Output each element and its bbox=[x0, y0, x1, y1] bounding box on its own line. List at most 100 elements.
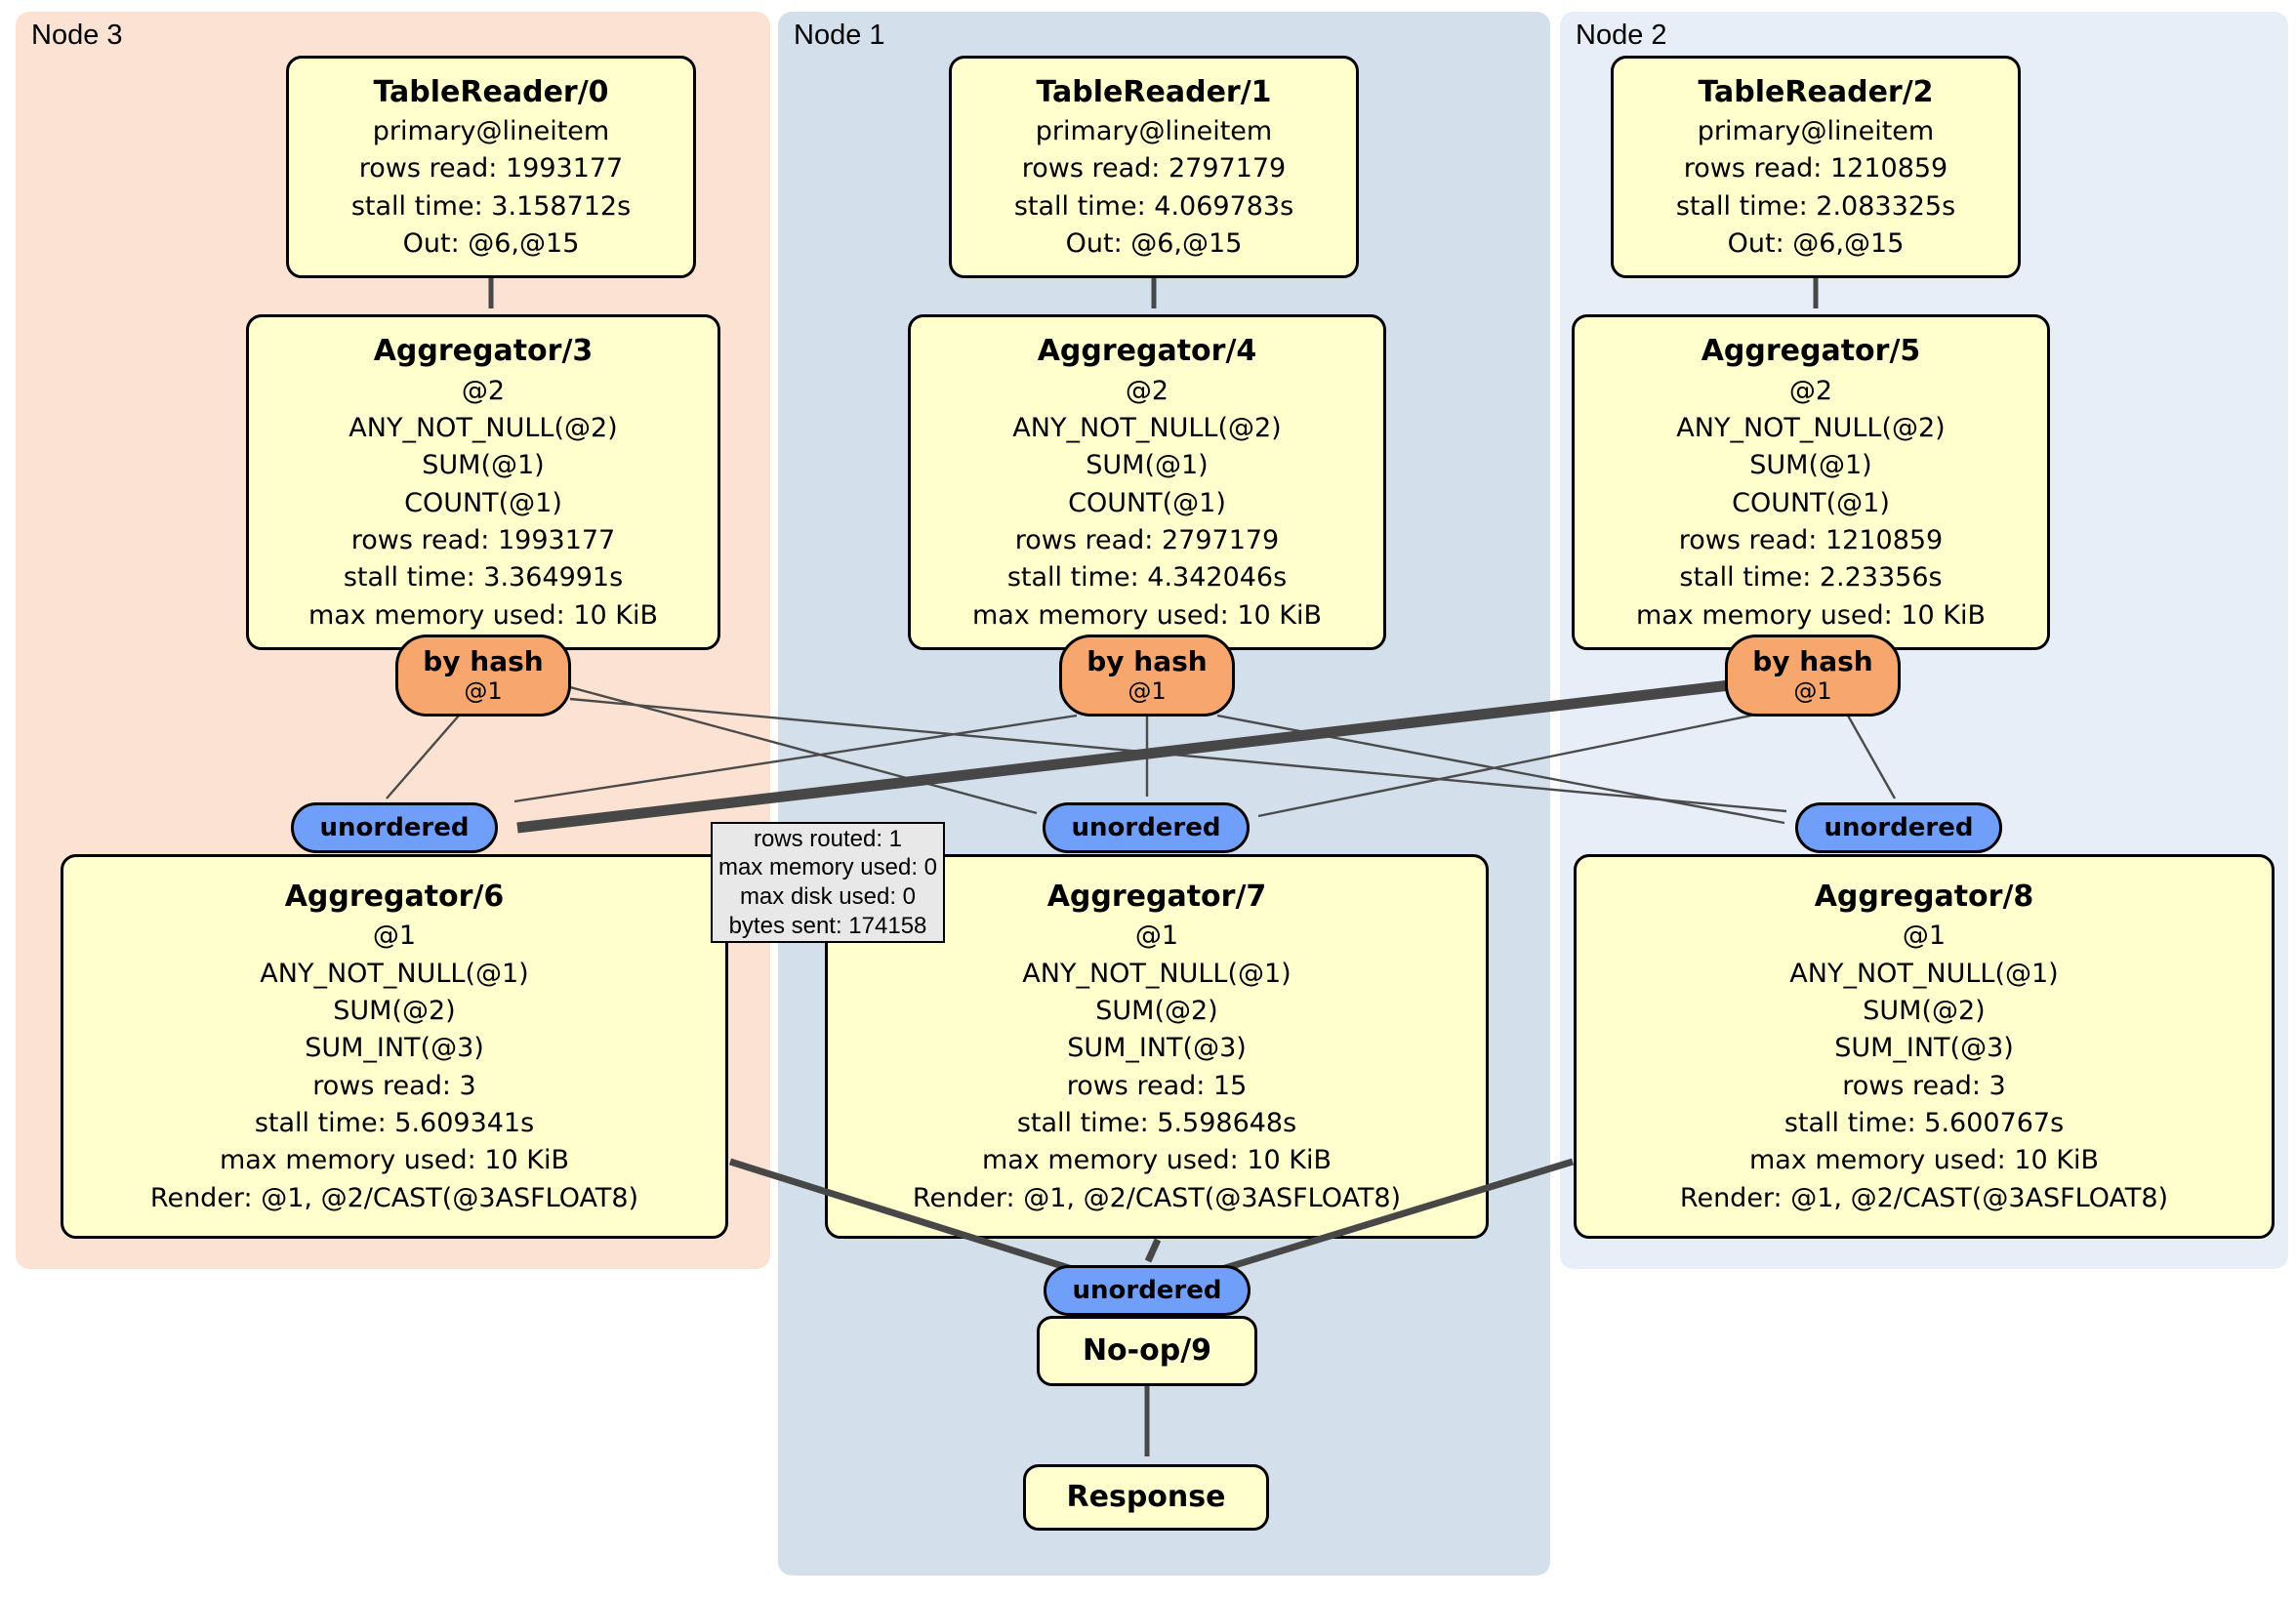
box-line: COUNT(@1) bbox=[404, 487, 562, 518]
box-line: max disk used: 0 bbox=[739, 883, 917, 910]
box-line: COUNT(@1) bbox=[1732, 487, 1890, 518]
processor-title: TableReader/0 bbox=[373, 74, 609, 109]
processor-tablereader-1[interactable]: TableReader/1 primary@lineitem rows read:… bbox=[949, 56, 1359, 278]
box-line: COUNT(@1) bbox=[1068, 487, 1226, 518]
box-line: SUM(@2) bbox=[333, 996, 456, 1027]
sync-label: unordered bbox=[1824, 813, 1974, 842]
processor-title: TableReader/1 bbox=[1036, 74, 1272, 109]
box-line: @2 bbox=[461, 375, 506, 406]
processor-title: Aggregator/5 bbox=[1701, 334, 1921, 369]
box-line: Out: @6,@15 bbox=[1727, 228, 1905, 260]
box-line: rows read: 15 bbox=[1066, 1070, 1248, 1101]
box-line: stall time: 5.609341s bbox=[254, 1108, 535, 1139]
panel-label-node2: Node 2 bbox=[1576, 20, 1667, 51]
box-line: stall time: 2.23356s bbox=[1679, 562, 1943, 594]
box-line: @1 bbox=[1134, 921, 1179, 952]
box-line: SUM_INT(@3) bbox=[1067, 1033, 1247, 1064]
sync-label: unordered bbox=[319, 813, 470, 842]
sync-unordered-right[interactable]: unordered bbox=[1795, 802, 2002, 853]
box-line: primary@lineitem bbox=[372, 116, 610, 147]
box-line: max memory used: 0 bbox=[718, 854, 938, 881]
router-label: by hash bbox=[1086, 644, 1208, 677]
box-line: ANY_NOT_NULL(@2) bbox=[348, 412, 618, 443]
sync-unordered-left[interactable]: unordered bbox=[291, 802, 498, 853]
box-line: @1 bbox=[1902, 921, 1947, 952]
box-line: bytes sent: 174158 bbox=[728, 912, 927, 939]
box-line: stall time: 2.083325s bbox=[1675, 190, 1956, 222]
processor-tablereader-2[interactable]: TableReader/2 primary@lineitem rows read:… bbox=[1611, 56, 2021, 278]
box-line: SUM_INT(@3) bbox=[305, 1033, 484, 1064]
panel-label-node3: Node 3 bbox=[31, 20, 123, 51]
box-line: rows read: 3 bbox=[312, 1070, 476, 1101]
box-line: max memory used: 10 KiB bbox=[1748, 1145, 2100, 1176]
box-line: max memory used: 10 KiB bbox=[981, 1145, 1332, 1176]
box-line: SUM(@2) bbox=[1863, 996, 1986, 1027]
box-line: stall time: 4.342046s bbox=[1006, 562, 1288, 594]
box-line: rows read: 3 bbox=[1842, 1070, 2006, 1101]
box-line: @2 bbox=[1788, 375, 1833, 406]
router-key: @1 bbox=[464, 677, 503, 706]
router-label: by hash bbox=[1752, 644, 1873, 677]
box-line: stall time: 5.598648s bbox=[1016, 1108, 1297, 1139]
processor-details: primary@lineitem rows read: 1210859 stall … bbox=[1676, 113, 1955, 263]
box-line: Render: @1, @2/CAST(@3ASFLOAT8) bbox=[1679, 1182, 2169, 1213]
router-by-hash-node3[interactable]: by hash @1 bbox=[395, 635, 571, 717]
box-line: stall time: 5.600767s bbox=[1784, 1108, 2065, 1139]
processor-noop-9[interactable]: No-op/9 bbox=[1037, 1316, 1257, 1386]
box-line: Out: @6,@15 bbox=[1065, 228, 1243, 260]
box-line: max memory used: 10 KiB bbox=[219, 1145, 570, 1176]
router-key: @1 bbox=[1793, 677, 1832, 706]
box-line: max memory used: 10 KiB bbox=[1635, 599, 1987, 631]
sync-unordered-final[interactable]: unordered bbox=[1044, 1265, 1250, 1316]
processor-title: Aggregator/7 bbox=[1046, 879, 1267, 914]
router-by-hash-node2[interactable]: by hash @1 bbox=[1725, 635, 1901, 717]
box-line: ANY_NOT_NULL(@1) bbox=[1022, 958, 1292, 989]
box-line: ANY_NOT_NULL(@2) bbox=[1676, 412, 1946, 443]
box-line: primary@lineitem bbox=[1035, 116, 1273, 147]
box-line: rows read: 1993177 bbox=[350, 524, 616, 555]
box-line: stall time: 3.158712s bbox=[350, 190, 632, 222]
box-line: @2 bbox=[1125, 375, 1169, 406]
processor-title: Aggregator/3 bbox=[373, 334, 594, 369]
box-line: rows read: 1210859 bbox=[1683, 153, 1948, 184]
panel-label-node1: Node 1 bbox=[794, 20, 885, 51]
processor-response[interactable]: Response bbox=[1023, 1464, 1269, 1531]
box-line: stall time: 4.069783s bbox=[1013, 190, 1294, 222]
processor-title: Aggregator/4 bbox=[1037, 334, 1257, 369]
router-by-hash-node1[interactable]: by hash @1 bbox=[1059, 635, 1235, 717]
box-line: ANY_NOT_NULL(@2) bbox=[1012, 412, 1282, 443]
box-line: max memory used: 10 KiB bbox=[971, 599, 1323, 631]
processor-details: primary@lineitem rows read: 2797179 stall … bbox=[1014, 113, 1293, 263]
processor-title: Aggregator/6 bbox=[284, 879, 505, 914]
box-line: stall time: 3.364991s bbox=[343, 562, 624, 594]
sync-label: unordered bbox=[1072, 1276, 1222, 1305]
processor-title: No-op/9 bbox=[1082, 1333, 1212, 1369]
sync-unordered-center[interactable]: unordered bbox=[1043, 802, 1250, 853]
box-line: primary@lineitem bbox=[1697, 116, 1935, 147]
processor-title: TableReader/2 bbox=[1698, 74, 1934, 109]
box-line: SUM(@1) bbox=[1749, 450, 1872, 481]
box-line: rows read: 2797179 bbox=[1021, 153, 1287, 184]
box-line: SUM(@1) bbox=[422, 450, 545, 481]
box-line: ANY_NOT_NULL(@1) bbox=[1789, 958, 2059, 989]
processor-title: Aggregator/8 bbox=[1814, 879, 2034, 914]
processor-title: Response bbox=[1066, 1480, 1226, 1515]
box-line: rows routed: 1 bbox=[753, 825, 903, 852]
router-key: @1 bbox=[1128, 677, 1167, 706]
sync-label: unordered bbox=[1071, 813, 1221, 842]
